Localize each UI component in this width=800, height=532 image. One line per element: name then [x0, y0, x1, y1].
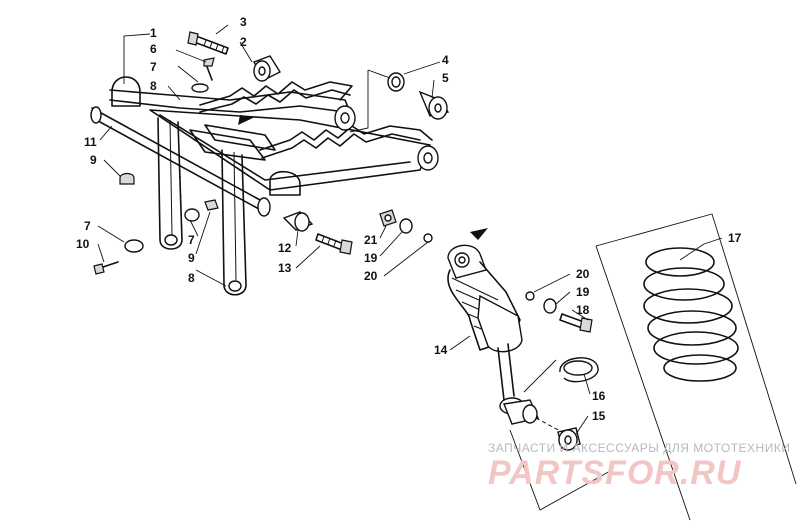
nut-9-part [204, 199, 219, 211]
nut-21-part [379, 209, 397, 227]
watermark-logo: PARTSFOR.RU [488, 454, 742, 492]
coil-spring-17-part [595, 213, 797, 521]
front-arm-assembly [90, 76, 439, 296]
washer-7-middle-part [184, 208, 200, 222]
bolt-3-part [187, 31, 229, 55]
callout-7-middle: 7 [188, 233, 195, 247]
callout-7-top: 7 [150, 60, 157, 74]
callout-17: 17 [728, 231, 742, 245]
oring-20-upper-part [423, 233, 433, 243]
callout-15: 15 [592, 409, 606, 423]
callout-21: 21 [364, 233, 378, 247]
callout-20-upper: 20 [364, 269, 378, 283]
callout-12: 12 [278, 241, 292, 255]
callout-1: 1 [150, 26, 157, 40]
bolt-18-part [559, 313, 593, 333]
callout-16: 16 [592, 389, 606, 403]
bushing-12-part [282, 211, 314, 232]
washer-4-part [387, 72, 405, 92]
callout-8-top: 8 [150, 79, 157, 93]
callout-6: 6 [150, 42, 157, 56]
bushing-15-part [557, 427, 581, 451]
spring-seat-16-part [559, 357, 599, 383]
bolt-10-part [93, 261, 119, 275]
watermark-tagline: ЗАПЧАСТИ И АКСЕССУАРЫ ДЛЯ МОТОТЕХНИКИ [488, 441, 790, 455]
callout-7-lower: 7 [84, 219, 91, 233]
callout-9-left: 9 [90, 153, 97, 167]
callout-14: 14 [434, 343, 448, 357]
watermark: ЗАПЧАСТИ И АКСЕССУАРЫ ДЛЯ МОТОТЕХНИКИ PA… [488, 441, 790, 492]
callout-8-lower: 8 [188, 271, 195, 285]
callout-20-lower: 20 [576, 267, 590, 281]
screw-6-part [191, 57, 215, 93]
washer-19-upper-part [399, 218, 413, 234]
callout-numbers: 1 2 3 6 7 8 4 5 11 9 7 10 7 9 8 12 13 21… [76, 15, 742, 423]
callout-19-lower: 19 [576, 285, 590, 299]
bushing-5-part [418, 90, 450, 120]
bushing-2-part [252, 55, 282, 82]
bolt-13-part [315, 233, 353, 255]
washer-19-lower-part [543, 298, 557, 314]
callout-10: 10 [76, 237, 90, 251]
shock-absorber-14-part [447, 228, 539, 425]
cap-9-part [119, 172, 135, 185]
callout-2: 2 [240, 35, 247, 49]
callout-19-upper: 19 [364, 251, 378, 265]
callout-18: 18 [576, 303, 590, 317]
leader-lines [97, 24, 723, 435]
callout-4: 4 [442, 53, 449, 67]
oring-20-lower-part [525, 291, 535, 301]
callout-5: 5 [442, 71, 449, 85]
callout-13: 13 [278, 261, 292, 275]
callout-3: 3 [240, 15, 247, 29]
washer-7-lower-part [124, 239, 144, 253]
callout-9-middle: 9 [188, 251, 195, 265]
callout-11: 11 [84, 135, 97, 149]
